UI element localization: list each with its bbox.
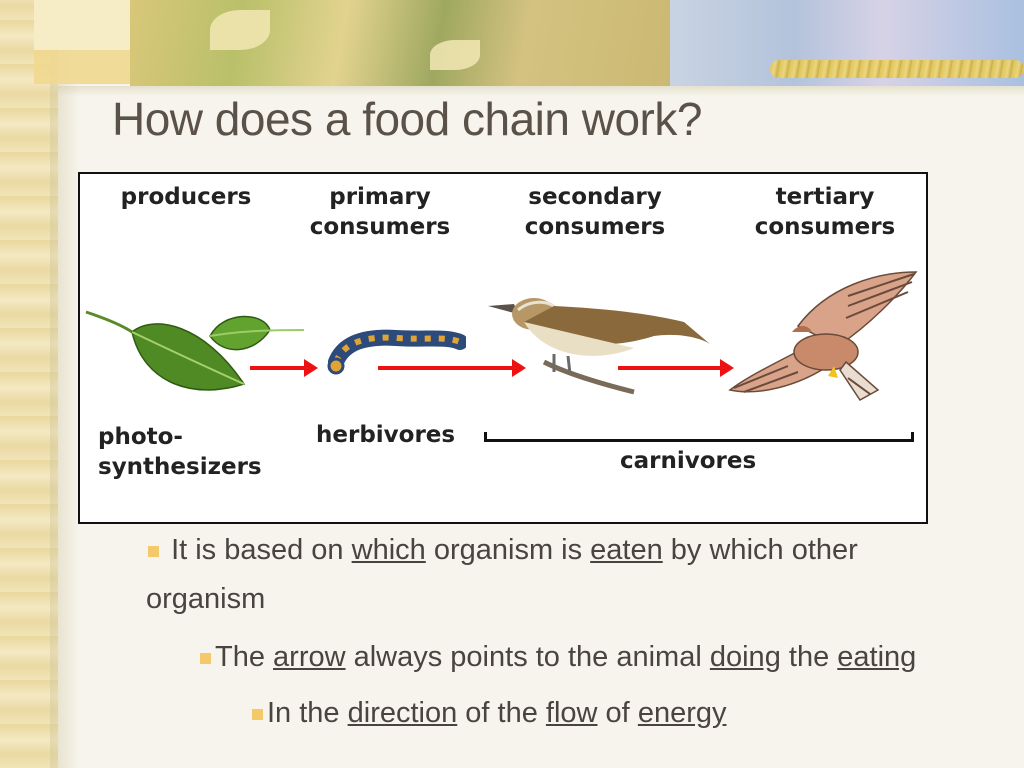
food-chain-diagram: producers primary consumers secondary co… xyxy=(78,172,928,524)
label-tertiary-line1: tertiary xyxy=(775,184,875,210)
leaf-decor xyxy=(210,10,270,50)
bullet-1-underlined: which xyxy=(351,534,426,566)
label-producers-line1: producers xyxy=(120,184,252,210)
bullet-1: It is based on which organism is eaten b… xyxy=(148,534,858,567)
bullet-2-underlined: eating xyxy=(837,641,917,673)
bullet-1-text: It is based on xyxy=(171,534,352,566)
top-decorative-banner xyxy=(130,0,1024,86)
bullet-1-continuation: organism xyxy=(146,583,266,615)
bullet-2-text: the xyxy=(780,641,838,673)
wheat-decor xyxy=(770,60,1024,78)
leaf-icon xyxy=(85,310,305,391)
label-photo-line2: synthesizers xyxy=(98,454,262,480)
header-shadow xyxy=(58,86,1024,96)
bullet-1-text: by which other xyxy=(662,534,858,566)
label-herbivores: herbivores xyxy=(316,422,456,448)
arrow-secondary-to-tertiary xyxy=(618,359,734,377)
label-secondary-consumers: secondary consumers xyxy=(500,182,690,242)
label-photosynthesizers: photo- synthesizers xyxy=(98,422,262,482)
label-primary-consumers: primary consumers xyxy=(290,182,470,242)
bullet-marker xyxy=(252,708,263,720)
label-photo-line1: photo- xyxy=(98,424,183,450)
bullet-3-text: of xyxy=(597,697,638,729)
label-carnivores: carnivores xyxy=(620,448,757,474)
bullet-2: The arrow always points to the animal do… xyxy=(200,641,916,674)
label-tertiary-line2: consumers xyxy=(754,214,896,240)
bullet-2-text: always points to the animal xyxy=(345,641,710,673)
left-decorative-strip xyxy=(0,0,58,768)
bullet-3: In the direction of the flow of energy xyxy=(252,697,726,730)
bullet-1-underlined: eaten xyxy=(590,534,663,566)
bullet-2-text: The xyxy=(215,641,274,673)
songbird-icon xyxy=(488,298,710,395)
bullet-2-underlined: arrow xyxy=(273,641,346,673)
label-secondary-line1: secondary xyxy=(528,184,662,210)
leaf-decor xyxy=(430,40,480,70)
bullet-1-text: organism is xyxy=(425,534,591,566)
slide-title: How does a food chain work? xyxy=(112,93,702,145)
left-strip-shadow xyxy=(50,0,80,768)
caterpillar-icon xyxy=(327,329,466,375)
top-left-decor xyxy=(34,0,139,50)
label-secondary-line2: consumers xyxy=(524,214,666,240)
arrow-producer-to-primary xyxy=(250,359,318,377)
top-left-decor-bar xyxy=(34,50,139,84)
bullet-marker xyxy=(200,652,211,664)
bullet-2-underlined: doing xyxy=(709,641,781,673)
bullet-3-text: In the xyxy=(267,697,348,729)
bullet-3-text: of the xyxy=(457,697,546,729)
label-producers: producers xyxy=(106,182,266,212)
hawk-icon xyxy=(728,271,918,401)
arrow-primary-to-secondary xyxy=(378,359,526,377)
carnivores-bracket xyxy=(484,432,914,442)
bullet-3-underlined: direction xyxy=(347,697,458,729)
label-primary-line2: consumers xyxy=(309,214,451,240)
label-tertiary-consumers: tertiary consumers xyxy=(730,182,920,242)
label-primary-line1: primary xyxy=(329,184,431,210)
bullet-3-underlined: flow xyxy=(545,697,598,729)
bullet-3-underlined: energy xyxy=(637,697,727,729)
bullet-marker xyxy=(148,545,159,557)
